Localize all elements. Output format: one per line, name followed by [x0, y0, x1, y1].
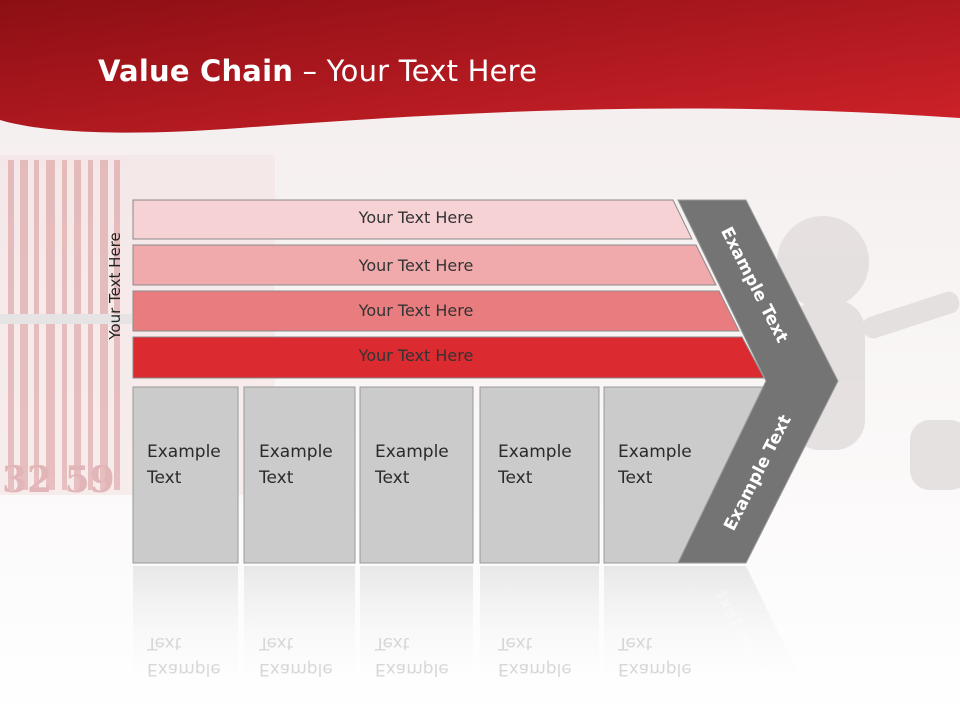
box-2-line1: Example — [259, 442, 333, 462]
title-rest: – Your Text Here — [293, 54, 538, 88]
row-2-label: Your Text Here — [358, 256, 474, 275]
box-4-reflection-line2: Text — [498, 633, 533, 653]
box-4-reflection: Example Text — [498, 630, 572, 682]
box-1-line2: Text — [147, 468, 182, 488]
slide-title: Value Chain – Your Text Here — [98, 54, 537, 88]
box-1-reflection: Example Text — [147, 630, 221, 682]
box-4-reflection-line1: Example — [498, 659, 572, 679]
box-3-reflection-line1: Example — [375, 659, 449, 679]
box-2-reflection-line1: Example — [259, 659, 333, 679]
row-1 — [132, 199, 693, 240]
reflection-decoration — [133, 566, 808, 694]
box-3-reflection-line2: Text — [375, 633, 410, 653]
title-bold: Value Chain — [98, 54, 294, 88]
box-2-line2: Text — [259, 468, 294, 488]
row-3 — [132, 290, 740, 332]
box-4 — [479, 386, 600, 564]
box-1-line1: Example — [147, 442, 221, 462]
box-4-line1: Example — [498, 442, 572, 462]
box-3 — [359, 386, 474, 564]
box-1-reflection-line2: Text — [147, 633, 182, 653]
side-label: Your Text Here — [106, 232, 124, 340]
row-4-label: Your Text Here — [358, 346, 474, 365]
row-3-label: Your Text Here — [358, 301, 474, 320]
header-band — [0, 0, 960, 133]
row-1-label: Your Text Here — [358, 208, 474, 227]
box-2-reflection: Example Text — [259, 630, 333, 682]
chevron-arrow — [677, 199, 839, 564]
box-3-line2: Text — [375, 468, 410, 488]
box-5-reflection-line1: Example — [618, 659, 692, 679]
box-5-reflection-line2: Text — [618, 633, 653, 653]
box-5-line1: Example — [618, 442, 692, 462]
box-3-line1: Example — [375, 442, 449, 462]
box-5-reflection: Example Text — [618, 630, 692, 682]
box-5-line2: Text — [618, 468, 653, 488]
box-3-reflection: Example Text — [375, 630, 449, 682]
box-1-reflection-line1: Example — [147, 659, 221, 679]
box-2 — [243, 386, 356, 564]
box-1 — [132, 386, 239, 564]
row-2 — [132, 244, 717, 286]
figure-decoration — [777, 216, 960, 490]
box-4-line2: Text — [498, 468, 533, 488]
background-numbers: 32 59 — [2, 459, 115, 501]
box-2-reflection-line2: Text — [259, 633, 294, 653]
